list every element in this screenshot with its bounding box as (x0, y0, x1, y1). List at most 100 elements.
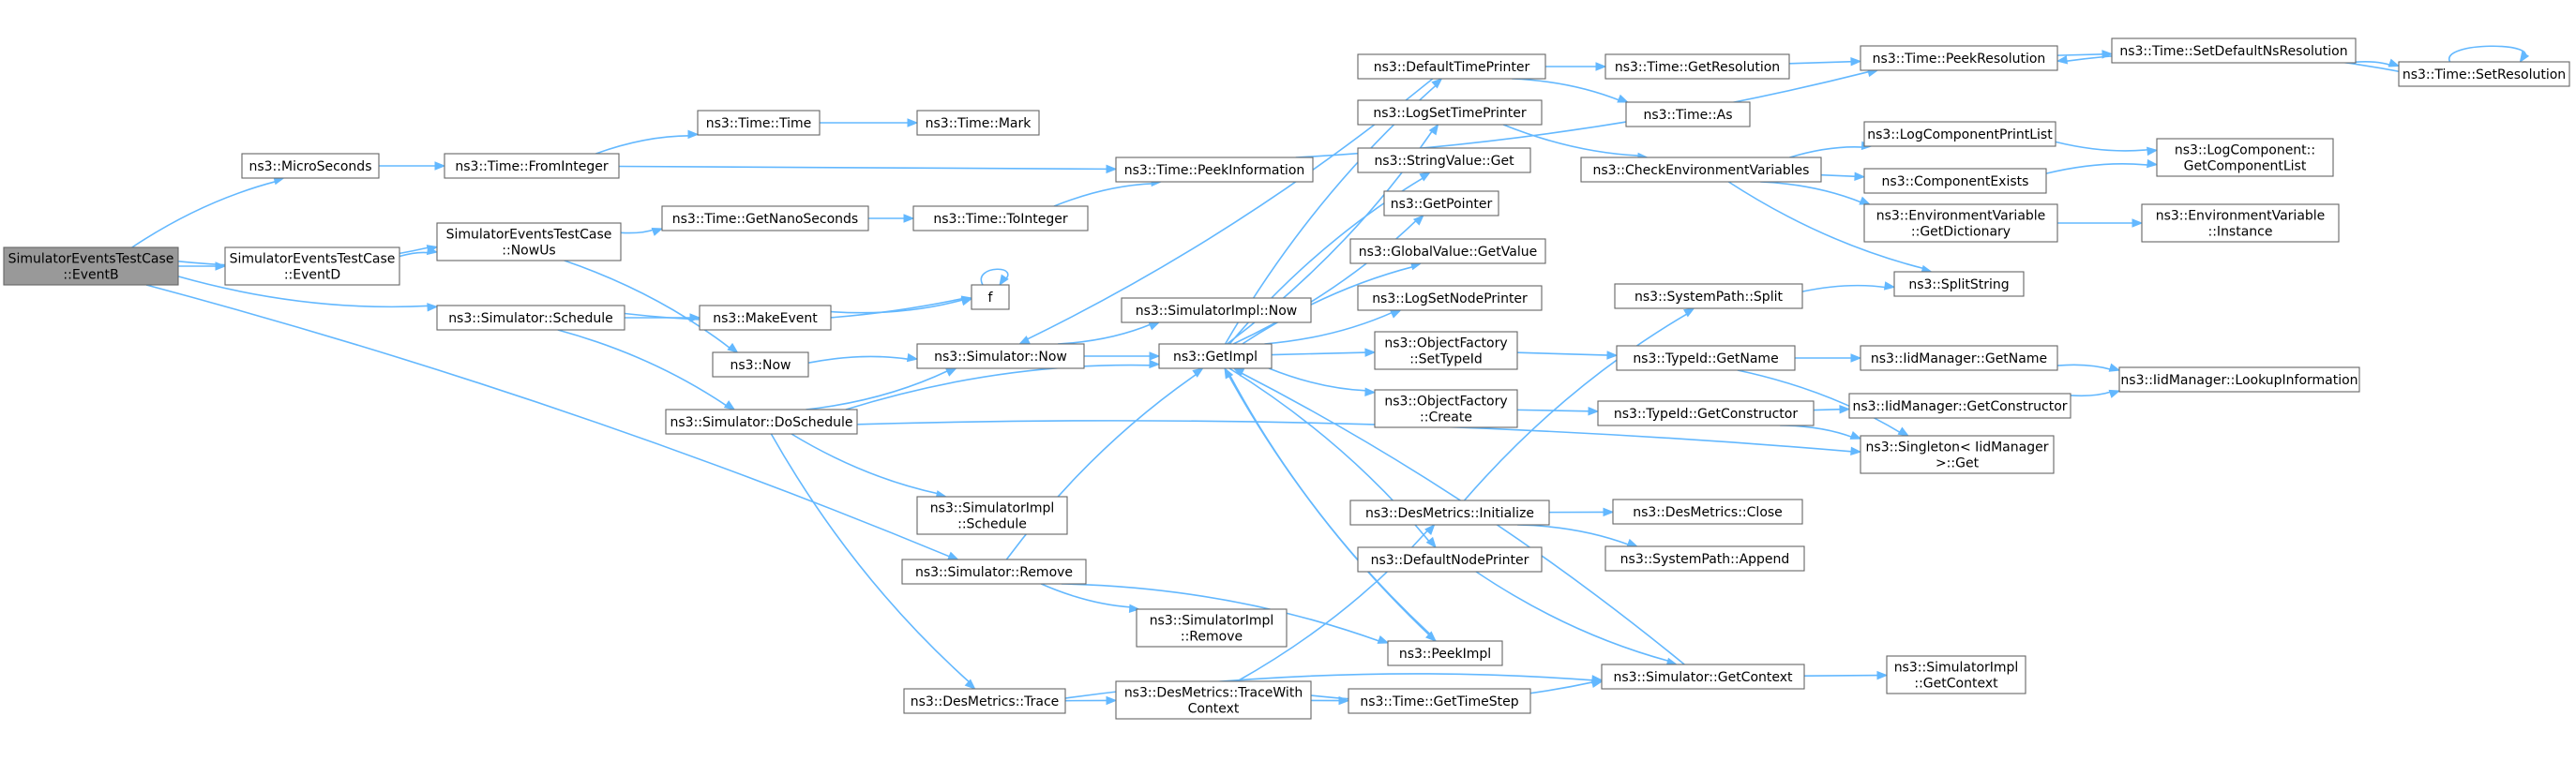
edge-line (1053, 182, 1154, 207)
node-ofSetTypeId[interactable]: ns3::ObjectFactory::SetTypeId (1374, 331, 1518, 370)
edge-line (557, 329, 729, 408)
node-box (1349, 500, 1550, 526)
node-timeTime[interactable]: ns3::Time::Time (697, 110, 821, 136)
node-fromInteger[interactable]: ns3::Time::FromInteger (444, 153, 620, 179)
node-simGetContext[interactable]: ns3::Simulator::GetContext (1601, 664, 1805, 690)
node-defaultNodePrinter[interactable]: ns3::DefaultNodePrinter (1357, 546, 1543, 573)
node-label: ::EventB (63, 268, 118, 283)
node-globalValueGet[interactable]: ns3::GlobalValue::GetValue (1349, 238, 1546, 264)
node-toInteger[interactable]: ns3::Time::ToInteger (912, 205, 1089, 231)
edge-dmInitialize-to-dmClose (1548, 507, 1615, 517)
node-stringValueGet[interactable]: ns3::StringValue::Get (1357, 147, 1531, 173)
node-label: ns3::Simulator::Now (934, 350, 1067, 365)
node-implNow[interactable]: ns3::SimulatorImpl::Now (1121, 297, 1312, 323)
edge-dmTrace-to-traceWithContext (1064, 695, 1118, 706)
node-eventB[interactable]: SimulatorEventsTestCase::EventB (3, 246, 179, 286)
edge-now-to-simNow (807, 352, 919, 364)
edge-typeIdGetCtor-to-iidGetCtor (1813, 405, 1851, 414)
node-label: ns3::Time::SetDefaultNsResolution (2119, 44, 2347, 59)
node-label: ns3::SystemPath::Append (1620, 552, 1790, 567)
node-dmClose[interactable]: ns3::DesMetrics::Close (1612, 499, 1803, 525)
node-getPointer[interactable]: ns3::GetPointer (1383, 190, 1499, 216)
node-ofCreate[interactable]: ns3::ObjectFactory::Create (1374, 389, 1518, 428)
edge-arrowhead (2388, 58, 2401, 67)
edge-line (564, 260, 731, 350)
node-timeMark[interactable]: ns3::Time::Mark (916, 110, 1040, 136)
node-implRemove[interactable]: ns3::SimulatorImpl::Remove (1136, 608, 1288, 648)
node-typeIdGetCtor[interactable]: ns3::TypeId::GetConstructor (1597, 400, 1815, 426)
node-doSchedule[interactable]: ns3::Simulator::DoSchedule (665, 409, 858, 435)
node-simNow[interactable]: ns3::Simulator::Now (916, 343, 1085, 369)
node-microSeconds[interactable]: ns3::MicroSeconds (241, 153, 380, 179)
edge-getImpl-to-ofSetTypeId (1271, 348, 1377, 357)
node-box (224, 246, 400, 286)
node-box (1597, 400, 1815, 426)
edge-line (1801, 284, 1888, 292)
node-nowUs[interactable]: SimulatorEventsTestCase::NowUs (436, 222, 622, 261)
node-label: ::GetDictionary (1911, 225, 2011, 240)
edge-toInteger-to-peekInformation (1053, 177, 1163, 207)
node-dmTrace[interactable]: ns3::DesMetrics::Trace (903, 688, 1066, 714)
node-implGetContext[interactable]: ns3::SimulatorImpl::GetContext (1886, 655, 2026, 694)
node-splitString[interactable]: ns3::SplitString (1893, 271, 2025, 297)
edge-arrowhead (1683, 307, 1695, 318)
node-singletonGet[interactable]: ns3::Singleton< IidManager >::Get (1860, 435, 2055, 474)
edge-arrowhead (1425, 536, 1437, 549)
edge-typeIdGetName-to-singletonGet (1737, 369, 1910, 437)
node-box (1357, 546, 1543, 573)
node-box (1848, 393, 2071, 419)
edge-arrowhead (2147, 146, 2159, 157)
node-eventD[interactable]: SimulatorEventsTestCase::EventD (224, 246, 400, 286)
node-envInstance[interactable]: ns3::EnvironmentVariable::Instance (2141, 203, 2340, 243)
edge-arrowhead (2147, 158, 2159, 169)
node-box (1374, 389, 1518, 428)
node-makeEvent[interactable]: ns3::MakeEvent (699, 305, 832, 331)
node-logSetTimePrinter[interactable]: ns3::LogSetTimePrinter (1357, 99, 1543, 126)
node-envGetDict[interactable]: ns3::EnvironmentVariable::GetDictionary (1863, 203, 2058, 243)
node-box (1383, 190, 1499, 216)
node-spAppend[interactable]: ns3::SystemPath::Append (1604, 545, 1805, 572)
edge-arrowhead (2108, 363, 2121, 372)
node-box (712, 351, 809, 378)
node-typeIdGetName[interactable]: ns3::TypeId::GetName (1616, 345, 1796, 371)
node-logSetNodePrinter[interactable]: ns3::LogSetNodePrinter (1357, 285, 1543, 311)
node-checkEnv[interactable]: ns3::CheckEnvironmentVariables (1580, 157, 1822, 183)
edge-simGetContext-to-implGetContext (1803, 670, 1889, 680)
node-getImpl[interactable]: ns3::GetImpl (1158, 343, 1273, 369)
edge-microSeconds-to-fromInteger (378, 161, 446, 171)
edge-arrowhead (1876, 670, 1889, 680)
node-setResolution[interactable]: ns3::Time::SetResolution (2398, 61, 2570, 87)
edge-arrowhead (1850, 446, 1862, 456)
node-box (1115, 157, 1314, 183)
edge-eventD-to-nowUs (399, 246, 439, 258)
node-iidGetCtor[interactable]: ns3::IidManager::GetConstructor (1848, 393, 2071, 419)
node-label: ns3::LogComponentPrintList (1867, 127, 2053, 142)
node-timeAs[interactable]: ns3::Time::As (1625, 101, 1751, 127)
node-dmInitialize[interactable]: ns3::DesMetrics::Initialize (1349, 500, 1550, 526)
node-logCompGetList[interactable]: ns3::LogComponent::GetComponentList (2156, 138, 2334, 177)
node-peekInformation[interactable]: ns3::Time::PeekInformation (1115, 157, 1314, 183)
node-peekResolution[interactable]: ns3::Time::PeekResolution (1860, 45, 2058, 71)
node-logCompPrintList[interactable]: ns3::LogComponentPrintList (1863, 121, 2056, 147)
node-lookupInfo[interactable]: ns3::IidManager::LookupInformation (2118, 366, 2360, 393)
node-implSchedule[interactable]: ns3::SimulatorImpl::Schedule (916, 496, 1068, 535)
node-box (1387, 640, 1503, 666)
node-iidGetName[interactable]: ns3::IidManager::GetName (1860, 345, 2058, 371)
edge-arrowhead (727, 342, 739, 353)
node-componentExists[interactable]: ns3::ComponentExists (1863, 168, 2047, 194)
node-getTimeStep[interactable]: ns3::Time::GetTimeStep (1348, 688, 1531, 714)
node-setDefaultNsRes[interactable]: ns3::Time::SetDefaultNsResolution (2111, 37, 2357, 64)
node-getNanoSeconds[interactable]: ns3::Time::GetNanoSeconds (661, 205, 869, 231)
node-defaultTimePrinter[interactable]: ns3::DefaultTimePrinter (1357, 53, 1546, 80)
node-schedule[interactable]: ns3::Simulator::Schedule (436, 305, 625, 331)
node-spSplit[interactable]: ns3::SystemPath::Split (1614, 283, 1803, 309)
edge-arrowhead (1850, 353, 1862, 363)
node-remove[interactable]: ns3::Simulator::Remove (901, 559, 1087, 585)
node-f[interactable]: f (971, 284, 1010, 310)
node-now[interactable]: ns3::Now (712, 351, 809, 378)
node-peekImpl[interactable]: ns3::PeekImpl (1387, 640, 1503, 666)
node-getResolution[interactable]: ns3::Time::GetResolution (1604, 53, 1790, 80)
node-box (916, 343, 1085, 369)
edge-fromInteger-to-timeTime (595, 129, 700, 155)
